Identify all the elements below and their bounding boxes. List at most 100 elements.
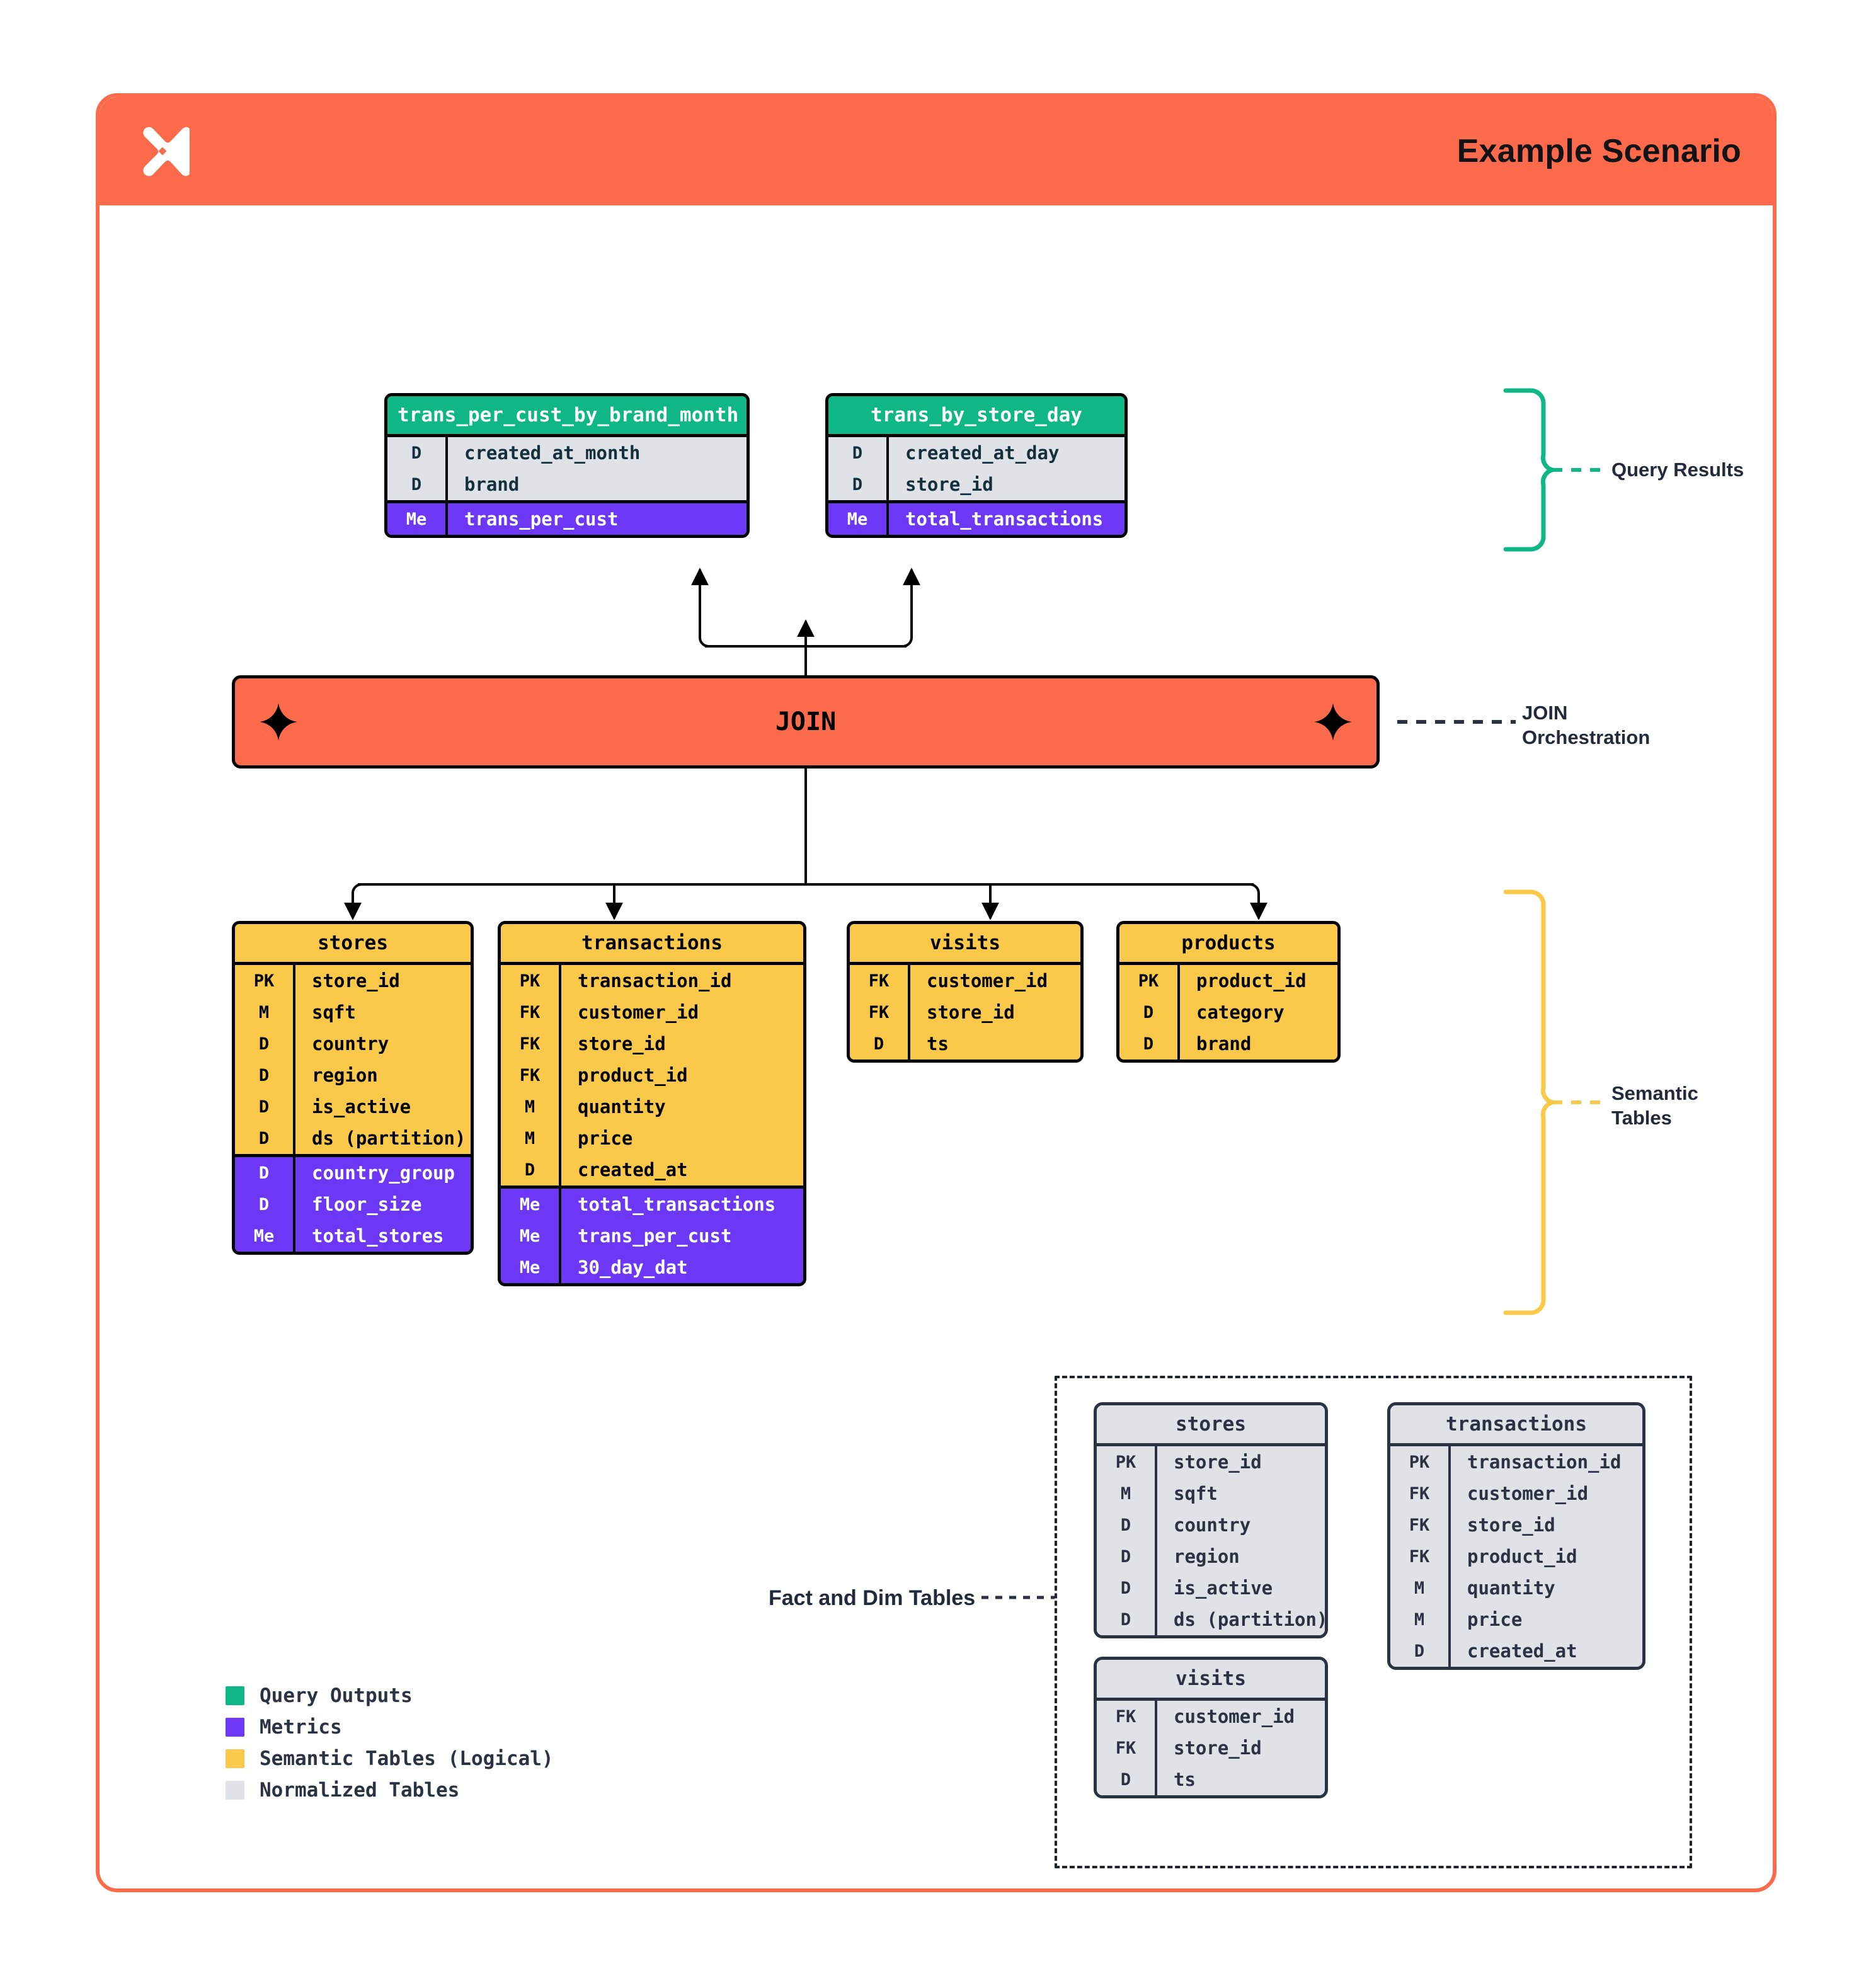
row-value: store_id [559, 1028, 803, 1060]
row-value: product_id [1448, 1541, 1642, 1573]
annotation-join-orchestration: JOIN Orchestration [1522, 700, 1650, 750]
row-key: FK [1409, 1546, 1430, 1567]
row-key: PK [1115, 1452, 1136, 1472]
row-value: created_at_day [886, 437, 1124, 469]
legend-item-metrics: Metrics [226, 1716, 554, 1739]
diagram-card: Example Scenario [96, 93, 1777, 1892]
legend-swatch [226, 1718, 244, 1737]
query-result-table-trans-per-cust-by-brand-month[interactable]: trans_per_cust_by_brand_month D created_… [384, 393, 750, 539]
legend-label: Query Outputs [260, 1684, 413, 1707]
fact-dim-tables-group [1055, 1376, 1692, 1868]
row-value: created_at [559, 1154, 803, 1186]
legend-label: Semantic Tables (Logical) [260, 1747, 554, 1770]
row-key: D [873, 1034, 884, 1054]
row-key: D [1143, 1002, 1154, 1022]
row-key: D [1120, 1578, 1131, 1598]
row-value: transaction_id [559, 965, 803, 997]
row-key: D [258, 1097, 270, 1117]
row-key: FK [1409, 1515, 1430, 1535]
table-row: PK transaction_id [1390, 1446, 1642, 1478]
annotation-line: Orchestration [1522, 726, 1651, 749]
table-header-name: transactions [1390, 1405, 1642, 1444]
row-value: trans_per_cust [445, 503, 747, 535]
row-value: store_id [886, 469, 1124, 501]
row-value: transaction_id [1448, 1446, 1642, 1478]
row-value: brand [1177, 1028, 1337, 1060]
row-key: M [524, 1097, 535, 1117]
row-value: created_at [1448, 1635, 1642, 1667]
table-header-name: trans_per_cust_by_brand_month [387, 396, 747, 435]
metric-group: Me total_transactions [828, 500, 1124, 535]
row-key: D [1414, 1641, 1425, 1661]
join-orchestration-bar[interactable]: JOIN [232, 675, 1380, 768]
row-value: customer_id [559, 997, 803, 1029]
row-value: ts [908, 1028, 1080, 1060]
row-key: FK [519, 1034, 541, 1054]
row-key: M [524, 1128, 535, 1148]
row-value: customer_id [1155, 1701, 1325, 1733]
legend-label: Normalized Tables [260, 1779, 460, 1802]
row-value: product_id [559, 1060, 803, 1092]
metric-group: Me trans_per_cust [387, 500, 747, 535]
annotation-line: Semantic [1611, 1082, 1698, 1104]
dimension-group: D created_at_month D brand [387, 434, 747, 501]
row-key: Me [406, 509, 427, 529]
legend-swatch [226, 1686, 244, 1705]
row-key: D [1120, 1769, 1131, 1790]
row-value: category [1177, 997, 1337, 1029]
row-value: country [1155, 1509, 1325, 1541]
semantic-tables-bracket [1503, 889, 1553, 1315]
query-result-table-trans-by-store-day[interactable]: trans_by_store_day D created_at_day D st… [825, 393, 1128, 539]
row-value: country_group [293, 1157, 471, 1189]
table-row: D created_at_day [828, 437, 1124, 469]
row-key: PK [1409, 1452, 1430, 1472]
table-row: D brand [387, 469, 747, 501]
row-value: sqft [1155, 1478, 1325, 1510]
legend-swatch [226, 1749, 244, 1768]
sparkle-icon [1314, 703, 1352, 741]
dimension-group: D created_at_day D store_id [828, 434, 1124, 501]
table-row: D created_at_month [387, 437, 747, 469]
table-row: Me trans_per_cust [387, 503, 747, 535]
query-results-bracket [1503, 388, 1553, 552]
legend-item-query-outputs: Query Outputs [226, 1684, 554, 1707]
row-value: floor_size [293, 1189, 471, 1221]
table-row: FK store_id [501, 1028, 803, 1060]
annotation-fact-dim-tables: Fact and Dim Tables [769, 1586, 976, 1610]
